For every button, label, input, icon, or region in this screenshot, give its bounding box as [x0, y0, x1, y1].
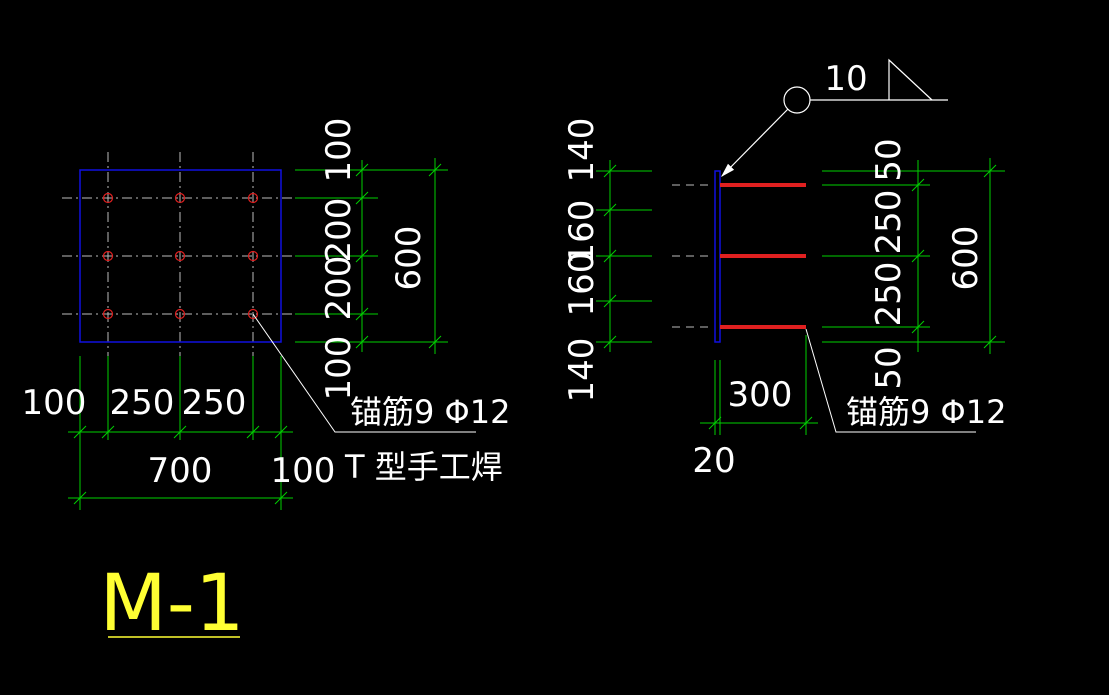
plan-dim-h-2: 250	[110, 383, 175, 423]
plan-dim-v-3: 200	[319, 256, 359, 321]
weld-size-text: 10	[824, 59, 867, 99]
anchor-hole	[174, 250, 186, 262]
section-right-dimensions	[822, 158, 1005, 354]
section-dim-left-1: 140	[562, 118, 602, 183]
weld-fillet-triangle-icon	[888, 58, 933, 101]
plan-horizontal-dimensions	[68, 356, 293, 510]
plan-dim-h-total: 700	[148, 451, 213, 491]
section-anchor-bar	[720, 183, 806, 187]
section-anchor-bars	[720, 183, 806, 329]
anchor-hole	[247, 250, 259, 262]
section-dim-right-total: 600	[946, 226, 986, 291]
embedded-plate-outline	[79, 169, 282, 343]
section-dim-right-2: 250	[869, 190, 909, 255]
section-anchor-bar	[720, 254, 806, 258]
section-dim-left-2: 160	[562, 200, 602, 265]
section-dim-length: 300	[728, 375, 793, 415]
section-dim-left-3: 160	[562, 252, 602, 317]
plan-dim-v-1: 100	[319, 118, 359, 183]
section-note-leader	[805, 328, 976, 433]
plan-vertical-dimensions	[295, 158, 448, 354]
anchor-hole	[247, 192, 259, 204]
section-view: 10 140 160 160	[562, 58, 1006, 481]
section-dim-right-1: 50	[869, 138, 909, 181]
section-dim-thickness: 20	[692, 441, 735, 481]
plan-dim-v-4: 100	[319, 336, 359, 401]
plan-dim-h-1: 100	[22, 383, 87, 423]
anchor-hole	[174, 308, 186, 320]
title-text: M-1	[99, 559, 244, 649]
weld-symbol	[720, 58, 948, 178]
section-dim-right-4: 50	[869, 346, 909, 389]
anchor-hole	[102, 250, 114, 262]
section-note-anchor-bars: 锚筋9 Φ12	[846, 393, 1006, 431]
plan-dim-v-2: 200	[319, 198, 359, 263]
anchor-bar-holes	[102, 192, 259, 320]
drawing-title: M-1	[99, 559, 244, 649]
anchor-hole	[102, 192, 114, 204]
plan-note-leader	[252, 313, 476, 433]
plan-note-anchor-bars: 锚筋9 Φ12	[350, 393, 510, 431]
section-plate	[714, 170, 721, 343]
section-left-dimensions	[596, 160, 652, 352]
section-anchor-bar	[720, 325, 806, 329]
section-dim-right-3: 250	[869, 262, 909, 327]
anchor-hole	[174, 192, 186, 204]
anchor-hole	[102, 308, 114, 320]
anchor-hole	[247, 308, 259, 320]
section-bottom-dimensions	[700, 335, 818, 435]
plan-dim-v-total: 600	[389, 226, 429, 291]
plan-view: 100 200 200 100 600 100 250 250 700 100 …	[22, 118, 510, 510]
plan-dim-h-4: 100	[271, 451, 336, 491]
weld-arrow-line	[720, 108, 789, 178]
section-centerlines	[672, 184, 712, 328]
section-dim-left-4: 140	[562, 338, 602, 403]
plan-dim-h-3: 250	[182, 383, 247, 423]
plan-note-weld-type: T 型手工焊	[344, 448, 503, 486]
